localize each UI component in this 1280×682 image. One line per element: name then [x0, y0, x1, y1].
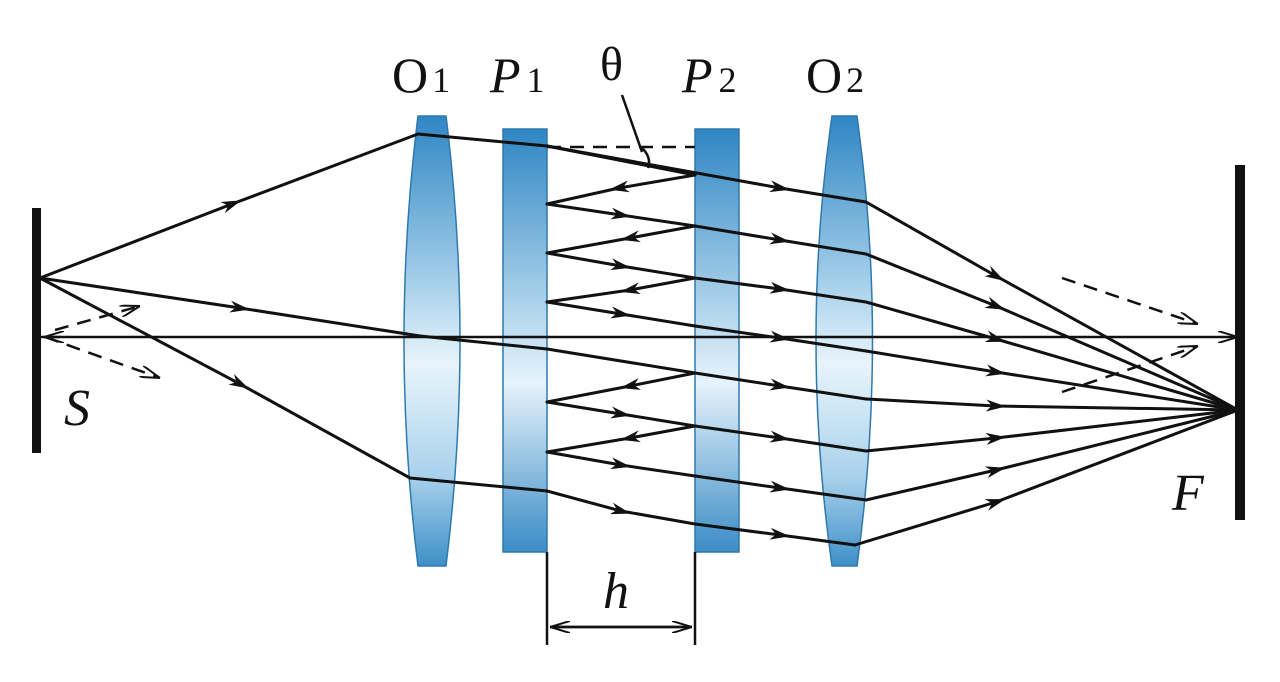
- focal-screen: [1235, 165, 1245, 520]
- label-source: S: [64, 380, 90, 437]
- transmitted-rays: [545, 144, 868, 547]
- theta-indicator: [620, 94, 651, 169]
- dashed-rays: [44, 145, 1198, 394]
- multiple-reflections: [545, 144, 697, 526]
- plate-p1: [502, 128, 548, 553]
- plate-p2: [694, 128, 740, 553]
- label-theta: θ: [600, 38, 623, 91]
- incident-rays: [38, 132, 422, 480]
- label-gap: h: [603, 563, 629, 620]
- gap-dimension: [545, 552, 697, 645]
- label-focus: F: [1171, 465, 1205, 522]
- lens-o1: [403, 115, 461, 567]
- collimated-rays: [408, 132, 549, 493]
- lens-o2: [815, 115, 874, 567]
- source-screen: [32, 208, 41, 453]
